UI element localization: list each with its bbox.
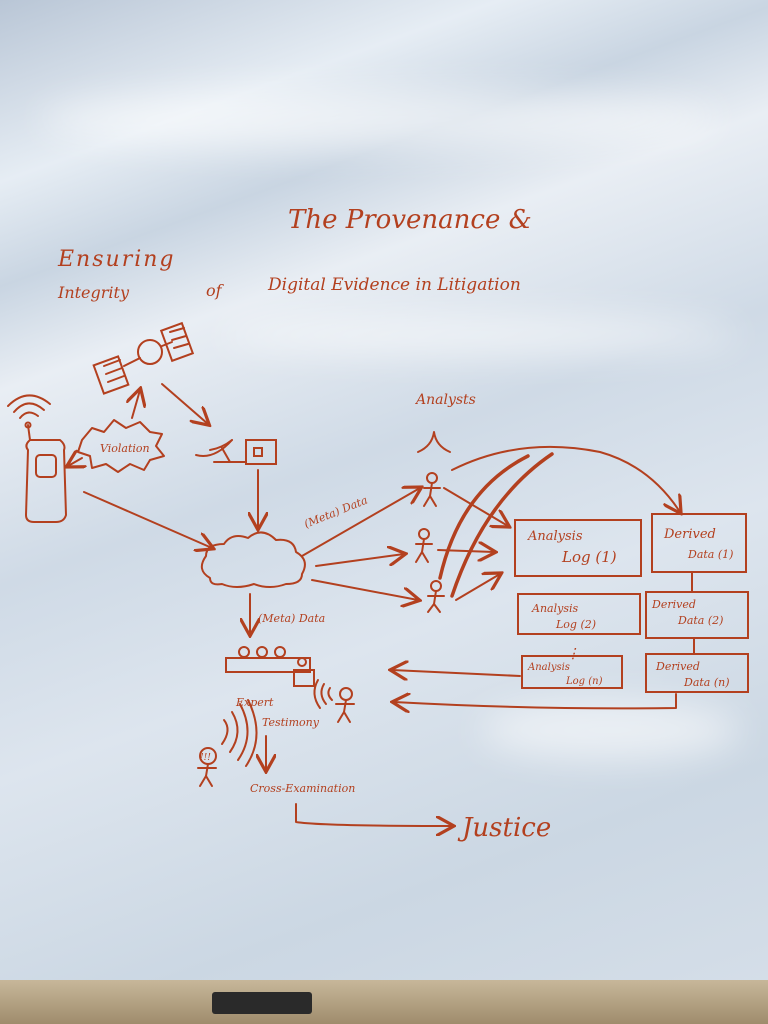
meta-data-label-1: (Meta) Data xyxy=(302,494,369,531)
arrow-violation-to-phone xyxy=(68,458,82,466)
derived-data-n-box xyxy=(645,653,749,693)
cloud-shape xyxy=(200,531,306,588)
signal-waves-icon xyxy=(7,394,51,419)
expert-speech-icon xyxy=(313,679,333,709)
arrow-cross-to-justice xyxy=(295,803,452,826)
glare-top xyxy=(40,90,720,150)
arrow-analyst1-to-log xyxy=(443,487,508,526)
derived-data-2-box xyxy=(645,591,749,639)
title-line2c: Digital Evidence in Litigation xyxy=(267,275,521,295)
analysis-log-n-line1: Analysis xyxy=(527,662,570,673)
expert-figure xyxy=(335,687,355,723)
analysts-brace xyxy=(417,431,451,453)
derived-data-2-line1: Derived xyxy=(651,598,696,611)
analyst-figure-3 xyxy=(427,580,445,613)
violation-burst: Violation xyxy=(77,419,165,473)
title-line1a: The Provenance & xyxy=(288,205,532,235)
analyst-figure-1 xyxy=(423,472,441,507)
analysts-label: Analysts xyxy=(414,392,476,408)
arrow-cloud-to-analyst-3 xyxy=(311,579,418,600)
title-line2a: Integrity xyxy=(57,283,130,302)
analysis-log-1-line1: Analysis xyxy=(527,529,583,544)
curve-analysts-to-derived xyxy=(451,445,680,512)
satellite-icon xyxy=(92,321,195,395)
meta-data-label-2: (Meta) Data xyxy=(258,612,325,625)
courtroom-icon xyxy=(225,646,315,687)
arrow-satellite-to-dish xyxy=(161,383,208,424)
eraser-icon[interactable] xyxy=(212,992,312,1014)
pressure-waves-icon xyxy=(221,699,258,767)
analysis-log-2-line1: Analysis xyxy=(531,602,578,615)
arrow-cloud-to-analyst-1 xyxy=(301,488,420,557)
witness-exclaim: !!! xyxy=(200,753,211,763)
arrow-log-to-court xyxy=(392,670,521,676)
derived-data-n-line2: Data (n) xyxy=(683,676,730,689)
derived-data-1-line1: Derived xyxy=(663,527,716,542)
marker-tray xyxy=(0,980,768,1024)
arrow-cloud-to-analyst-2 xyxy=(315,554,404,567)
glare-lower xyxy=(480,700,740,760)
derived-data-2-line2: Data (2) xyxy=(677,614,723,627)
analysis-log-2-line2: Log (2) xyxy=(555,618,596,631)
analyst-figure-2 xyxy=(415,528,433,563)
satellite-dish-icon xyxy=(195,439,277,465)
violation-label: Violation xyxy=(100,442,150,455)
derived-data-1-box xyxy=(651,513,747,573)
analysis-log-1-box xyxy=(514,519,642,577)
arrow-analyst3-to-log xyxy=(455,574,500,601)
derived-data-1-line2: Data (1) xyxy=(687,548,733,561)
analysis-log-1-line2: Log (1) xyxy=(561,548,617,566)
cross-examination-label: Cross-Examination xyxy=(250,782,355,795)
analysis-log-n-line2: Log (n) xyxy=(565,676,603,687)
expert-label: Expert xyxy=(235,696,274,709)
heavy-curve-1 xyxy=(438,454,530,580)
arrow-violation-to-satellite xyxy=(132,390,140,419)
testimony-label: Testimony xyxy=(262,716,320,729)
justice-label: Justice xyxy=(457,813,551,843)
analysis-log-ellipsis: ⋮ xyxy=(566,646,580,662)
heavy-curve-2 xyxy=(450,452,554,598)
derived-data-n-line1: Derived xyxy=(655,660,700,673)
analysis-log-n-box xyxy=(521,655,623,689)
analysis-log-2-box xyxy=(517,593,641,635)
witness-figure xyxy=(197,747,217,787)
title-line1b: Ensuring xyxy=(57,247,176,272)
title-line2b: of xyxy=(206,281,225,300)
glare-middle xyxy=(220,315,740,355)
arrow-phone-to-cloud xyxy=(83,491,212,548)
arrow-derived-to-court xyxy=(394,694,677,708)
phone-icon xyxy=(24,421,67,523)
